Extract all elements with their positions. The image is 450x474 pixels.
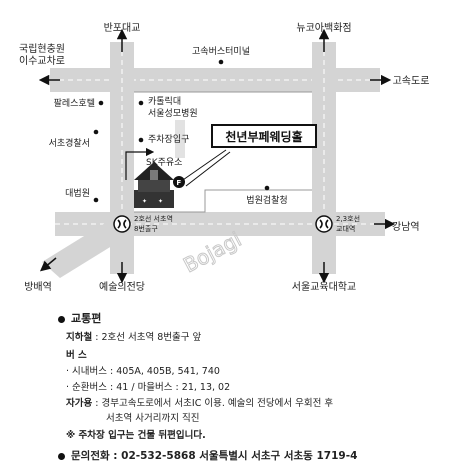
label-banpo-bridge: 반포대교 bbox=[104, 22, 141, 34]
label-seocho-police: 서초경찰서 bbox=[49, 137, 90, 149]
subway-row: 지하철 : 2호선 서초역 8번출구 앞 bbox=[66, 329, 201, 343]
car-row: 자가용 : 경부고속도로에서 서초IC 이용. 예술의 전당에서 우회전 후 bbox=[66, 395, 333, 409]
bullet-icon bbox=[58, 315, 65, 323]
label-sk-station: SK주유소 bbox=[146, 157, 182, 168]
label-seoul-st-mary: 서울성모병원 bbox=[148, 108, 198, 119]
venue-callout: 천년부페웨딩홀 bbox=[179, 124, 317, 187]
label-station-left-line: 2호선 서초역 bbox=[134, 214, 173, 223]
location-map: ✦ ✦ P 천년부페웨딩홀 Bojagi 반포대교 뉴코아백화점 국립현충원 이… bbox=[19, 22, 430, 293]
label-arts-center: 예술의전당 bbox=[99, 281, 145, 293]
label-gangnam: 강남역 bbox=[392, 221, 420, 233]
bus-label: 버 스 bbox=[66, 350, 87, 361]
label-cemetery: 국립현충원 bbox=[19, 42, 65, 55]
contact-row: 문의전화 : 02-532-5868 서울특별시 서초구 서초동 1719-4 bbox=[58, 448, 357, 463]
bus-city: · 시내버스 : 405A, 405B, 541, 740 bbox=[66, 366, 220, 377]
car-label: 자가용 bbox=[66, 398, 93, 409]
svg-text:✦: ✦ bbox=[142, 198, 147, 205]
label-isu-junction: 이수교차로 bbox=[19, 55, 65, 67]
label-prosecutors: 법원검찰청 bbox=[246, 194, 287, 206]
direction-arrows bbox=[38, 28, 396, 284]
label-station-right-line: 2,3호선 bbox=[336, 214, 360, 223]
diagonal-road bbox=[42, 220, 128, 278]
label-supreme-court: 대법원 bbox=[65, 188, 90, 199]
car-text-2: 서초역 사거리까지 직진 bbox=[106, 413, 200, 424]
bullet-icon bbox=[58, 452, 65, 460]
svg-text:✦: ✦ bbox=[158, 198, 163, 205]
car-text-1: : 경부고속도로에서 서초IC 이용. 예술의 전당에서 우회전 후 bbox=[95, 398, 334, 409]
landmark-dots bbox=[93, 59, 270, 203]
label-catholic-univ: 카톨릭대 bbox=[148, 95, 181, 107]
subway-label: 지하철 bbox=[66, 332, 93, 343]
label-newcore: 뉴코아백화점 bbox=[296, 22, 351, 34]
label-palace-hotel: 팔레스호텔 bbox=[54, 97, 95, 109]
contact-text: 문의전화 : 02-532-5868 서울특별시 서초구 서초동 1719-4 bbox=[71, 450, 358, 462]
bus-circular: · 순환버스 : 41 / 마을버스 : 21, 13, 02 bbox=[66, 382, 231, 393]
label-expressway: 고속도로 bbox=[393, 75, 430, 87]
inner-block-outline bbox=[134, 91, 312, 213]
directions-panel: 교통편 지하철 : 2호선 서초역 8번출구 앞 버 스 · 시내버스 : 40… bbox=[0, 300, 450, 474]
label-bangbae: 방배역 bbox=[24, 281, 52, 293]
svg-text:P: P bbox=[176, 179, 181, 187]
access-road bbox=[175, 120, 185, 158]
transport-heading: 교통편 bbox=[58, 310, 101, 326]
subway-right-icon bbox=[315, 215, 333, 233]
venue-name: 천년부페웨딩홀 bbox=[225, 129, 302, 144]
subway-text: : 2호선 서초역 8번출구 앞 bbox=[95, 332, 202, 343]
label-express-terminal: 고속버스터미널 bbox=[192, 46, 250, 57]
parking-route-line bbox=[125, 147, 155, 180]
bus-row: 버 스 bbox=[66, 347, 87, 361]
label-station-right-name: 교대역 bbox=[336, 224, 355, 233]
label-station-left-exit: 8번출구 bbox=[134, 224, 158, 233]
label-edu-univ: 서울교육대학교 bbox=[292, 281, 356, 293]
parking-note: ※ 주차장 입구는 건물 뒤편입니다. bbox=[66, 430, 206, 441]
venue-building-icon: ✦ ✦ bbox=[134, 162, 174, 208]
parking-icon: P bbox=[173, 176, 185, 188]
label-parking-entrance: 주차장입구 bbox=[148, 133, 189, 145]
subway-left-icon bbox=[113, 215, 131, 233]
